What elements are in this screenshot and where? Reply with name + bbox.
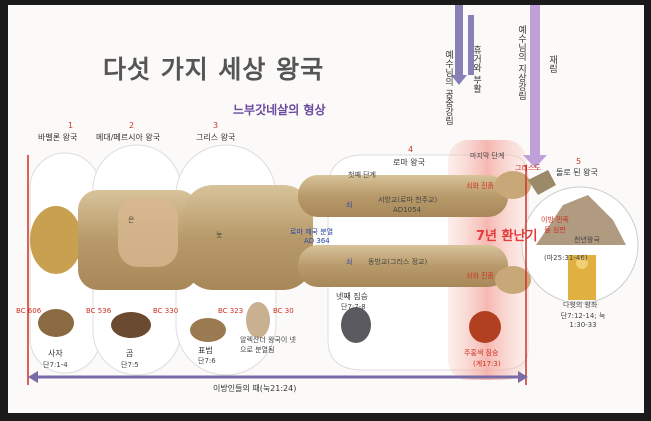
seven-years-label: 7년 환난기 — [476, 229, 538, 244]
second-coming-arrow-head — [523, 155, 547, 168]
alexander-label: 알렉산더 왕국이 넷으로 분열됨 — [240, 336, 296, 354]
lion-label: 사자 — [48, 349, 63, 358]
first-stage-label: 첫째 단계 — [348, 171, 376, 179]
scarlet-beast — [469, 311, 501, 343]
king-figure — [576, 257, 588, 269]
four-heads-beast — [246, 302, 270, 338]
iron-label-lower: 쇠 — [346, 258, 353, 266]
second-coming-label: 예수님의 지상강림 — [516, 25, 526, 100]
kingdom-2-number: 2 — [129, 121, 135, 130]
iron-clay-upper: 쇠와 진흙 — [466, 182, 494, 190]
bear-beast — [111, 312, 151, 338]
date-bc606: BC 606 — [16, 307, 42, 315]
statue-foot-lower — [495, 266, 531, 294]
diagram-panel: 다섯 가지 세상 왕국 느부갓네살의 형상 1 바벨론 왕국 2 메대/페르시아… — [8, 5, 644, 413]
gentile-judgment-label: 이방 민족들 심판 — [541, 216, 569, 234]
rapture-label: 휴거와 부활 — [471, 45, 481, 93]
date-bc30: BC 30 — [273, 307, 294, 315]
leopard-ref: 단7:6 — [198, 357, 216, 365]
kingdom-5-name: 돌로 된 왕국 — [556, 168, 598, 177]
kingdom-4-name: 로마 왕국 — [393, 158, 425, 167]
lion-beast — [38, 309, 74, 337]
west-church-year: AD1054 — [393, 206, 421, 214]
fourth-beast — [341, 307, 371, 343]
first-coming-label: 예수님의 공중강림 — [443, 50, 453, 125]
date-bc330: BC 330 — [153, 307, 179, 315]
millennium-label: 천년왕국 — [574, 236, 600, 244]
date-bc323: BC 323 — [218, 307, 244, 315]
gold-silver-label: 은 — [128, 216, 135, 224]
bear-label: 곰 — [126, 349, 134, 358]
kingdom-4-number: 4 — [408, 145, 414, 154]
last-stage-label: 마지막 단계 — [470, 152, 505, 160]
bear-ref: 단7:5 — [121, 361, 139, 369]
scarlet-beast-ref: (계17:3) — [473, 360, 501, 368]
gentiles-time-label: 이방인들의 때(눅21:24) — [213, 384, 297, 393]
west-church-label: 서방교(로마 천주교) — [378, 196, 438, 204]
lion-ref: 단7:1-4 — [43, 361, 68, 369]
date-bc536: BC 536 — [86, 307, 112, 315]
kingdom-3-name: 그리스 왕국 — [196, 133, 236, 142]
kingdom-1-number: 1 — [68, 121, 74, 130]
kingdom-1-name: 바벨론 왕국 — [38, 133, 78, 142]
rapture-arrow-bar — [468, 15, 474, 75]
gentile-judgment-ref: (마25:31-46) — [544, 254, 588, 262]
kingdom-5-number: 5 — [576, 157, 582, 166]
statue-arms — [118, 197, 178, 267]
fourth-beast-ref: 단7:7-8 — [341, 303, 366, 311]
return-label: 재림 — [547, 55, 557, 73]
kingdom-3-number: 3 — [213, 121, 219, 130]
statue-belly — [183, 185, 313, 290]
first-coming-arrow-bar — [455, 5, 463, 75]
second-coming-arrow-bar — [530, 5, 540, 155]
fourth-beast-label: 넷째 짐승 — [336, 292, 368, 301]
roman-split-year: AD 364 — [304, 237, 330, 245]
kingdom-2-name: 메대/페르시아 왕국 — [96, 133, 161, 142]
subtitle: 느부갓네살의 형상 — [233, 103, 326, 117]
stone-icon — [528, 170, 556, 195]
iron-label-upper: 쇠 — [346, 201, 353, 209]
bronze-label: 놋 — [216, 231, 223, 239]
leopard-beast — [190, 318, 226, 342]
christ-label: 그리스도 — [515, 164, 541, 172]
statue-head — [30, 206, 82, 274]
first-coming-arrow-head — [451, 75, 467, 85]
diagram-graphics — [27, 5, 639, 385]
iron-clay-lower: 쇠와 진흙 — [466, 272, 494, 280]
statue-foot-upper — [495, 171, 531, 199]
page-title: 다섯 가지 세상 왕국 — [103, 55, 325, 84]
east-church-label: 동방교(그리스 정교) — [368, 258, 428, 266]
timeline-left-arrow — [28, 371, 38, 383]
statue-leg-lower — [298, 245, 508, 287]
leopard-label: 표범 — [198, 346, 213, 355]
statue-leg-upper — [298, 175, 508, 217]
roman-split-label: 로마 제국 분열 — [290, 228, 334, 236]
mountain-shape — [536, 195, 626, 245]
throne-ref: 단7:12-14; 눅1:30-33 — [560, 312, 606, 329]
scarlet-beast-label: 주홍색 짐승 — [464, 349, 499, 357]
throne-label: 다윗의 왕좌 — [563, 301, 598, 309]
timeline-right-arrow — [518, 371, 528, 383]
